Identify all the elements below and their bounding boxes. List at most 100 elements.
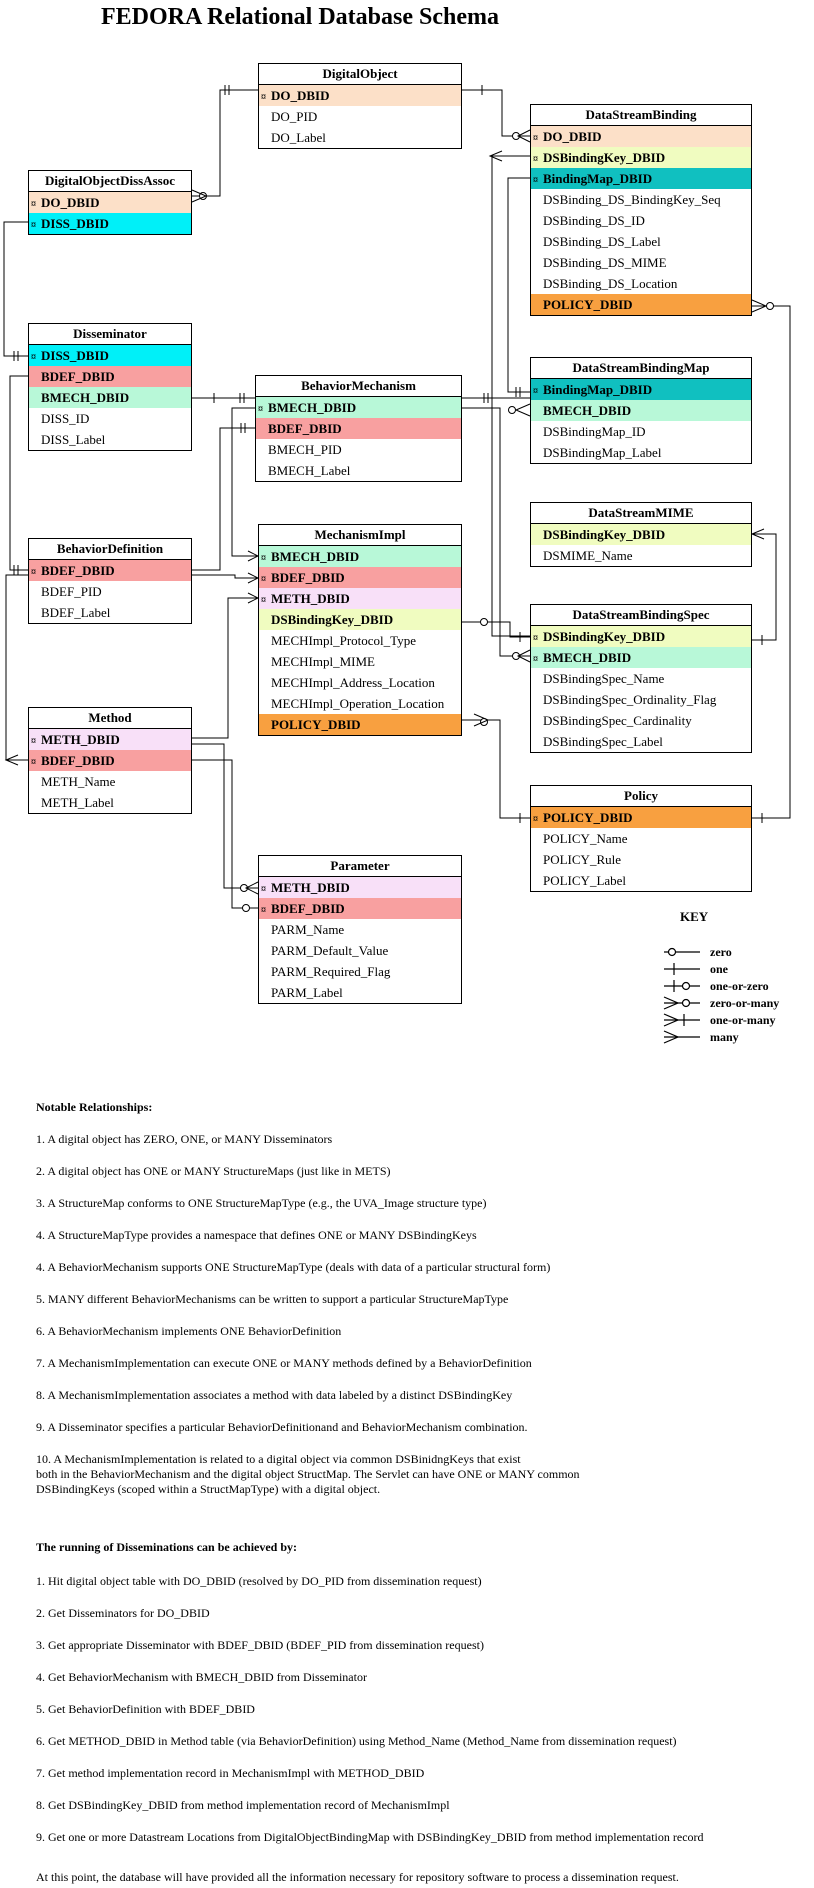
table-field: ¤BMECH_DBID [531,647,751,668]
table-field: DO_PID [259,106,461,127]
table-header: Parameter [259,856,461,877]
table-field: BMECH_PID [256,439,461,460]
field-label: POLICY_DBID [543,810,633,825]
primary-key-icon: ¤ [31,220,36,231]
table-header: BehaviorMechanism [256,376,461,397]
running-item: 7. Get method implementation record in M… [36,1766,425,1780]
table-field: PARM_Required_Flag [259,961,461,982]
notable-item: 7. A MechanismImplementation can execute… [36,1356,532,1370]
table-field: DSBindingMap_Label [531,442,751,463]
field-label: PARM_Name [271,922,345,937]
field-label: DSBindingSpec_Cardinality [543,713,692,728]
table-mechanismimpl: MechanismImpl¤BMECH_DBID¤BDEF_DBID¤METH_… [258,524,462,736]
field-label: METH_Name [41,774,116,789]
field-label: DO_Label [271,130,326,145]
table-field: BMECH_DBID [29,387,191,408]
notable-item: 4. A BehaviorMechanism supports ONE Stru… [36,1260,551,1274]
primary-key-icon: ¤ [533,814,538,825]
field-label: MECHImpl_Protocol_Type [271,633,416,648]
table-field: POLICY_DBID [531,294,751,315]
field-label: DSBindingMap_ID [543,424,646,439]
page-title: FEDORA Relational Database Schema [101,4,499,30]
running-heading: The running of Disseminations can be ach… [36,1540,298,1554]
table-field: PARM_Default_Value [259,940,461,961]
field-label: BindingMap_DBID [543,171,653,186]
closing-text: At this point, the database will have pr… [36,1870,679,1884]
table-field: ¤BDEF_DBID [259,567,461,588]
notable-item: 10. A MechanismImplementation is related… [36,1452,580,1496]
field-label: BDEF_DBID [271,570,345,585]
field-label: MECHImpl_Operation_Location [271,696,445,711]
table-field: DISS_ID [29,408,191,429]
field-label: DSBindingKey_DBID [543,150,666,165]
table-field: DSBinding_DS_ID [531,210,751,231]
field-label: DSBindingSpec_Name [543,671,665,686]
field-label: DSBindingSpec_Label [543,734,663,749]
table-field: ¤METH_DBID [29,729,191,750]
primary-key-icon: ¤ [533,154,538,165]
primary-key-icon: ¤ [261,884,266,895]
table-field: POLICY_Rule [531,849,751,870]
table-digitalobjectdissassoc: DigitalObjectDissAssoc¤DO_DBID¤DISS_DBID [28,170,192,235]
key-legend-title: KEY [680,909,709,924]
table-field: DSBindingSpec_Name [531,668,751,689]
table-header: Disseminator [29,324,191,345]
running-item: 6. Get METHOD_DBID in Method table (via … [36,1734,677,1748]
primary-key-icon: ¤ [261,595,266,606]
field-label: BMECH_DBID [271,549,360,564]
running-item: 9. Get one or more Datastream Locations … [36,1830,704,1844]
table-field: ¤ POLICY_DBID [531,807,751,828]
primary-key-icon: ¤ [261,905,266,916]
field-label: BMECH_Label [268,463,351,478]
table-field: BDEF_PID [29,581,191,602]
field-label: PARM_Label [271,985,343,1000]
table-field: ¤BindingMap_DBID [531,379,751,400]
table-field: MECHImpl_MIME [259,651,461,672]
table-field: BDEF_Label [29,602,191,623]
table-field: METH_Name [29,771,191,792]
field-label: POLICY_Name [543,831,628,846]
primary-key-icon: ¤ [533,386,538,397]
field-label: DO_DBID [543,129,602,144]
table-header: DigitalObject [259,64,461,85]
notable-item: 6. A BehaviorMechanism implements ONE Be… [36,1324,342,1338]
field-label: METH_DBID [41,732,120,747]
field-label: DSBindingKey_DBID [271,612,394,627]
table-field: POLICY_Label [531,870,751,891]
field-label: METH_Label [41,795,114,810]
table-field: MECHImpl_Protocol_Type [259,630,461,651]
primary-key-icon: ¤ [258,404,263,415]
field-label: BMECH_DBID [268,400,357,415]
table-field: DSBindingSpec_Cardinality [531,710,751,731]
table-field: DSBinding_DS_MIME [531,252,751,273]
field-label: BDEF_PID [41,584,102,599]
notable-item: 2. A digital object has ONE or MANY Stru… [36,1164,391,1178]
field-label: DSBindingSpec_Ordinality_Flag [543,692,717,707]
table-field: ¤DO_DBID [531,126,751,147]
field-label: DSBinding_DS_BindingKey_Seq [543,192,721,207]
table-header: Method [29,708,191,729]
primary-key-icon: ¤ [533,175,538,186]
key-legend-symbols [663,947,700,1044]
field-label: BDEF_DBID [41,563,115,578]
table-field: METH_Label [29,792,191,813]
field-label: DSBindingMap_Label [543,445,662,460]
field-label: BMECH_PID [268,442,342,457]
running-item: 2. Get Disseminators for DO_DBID [36,1606,210,1620]
table-header: DataStreamBindingSpec [531,605,751,626]
field-label: DO_PID [271,109,318,124]
field-label: METH_DBID [271,880,350,895]
table-field: ¤ METH_DBID [259,877,461,898]
field-label: POLICY_Label [543,873,627,888]
table-field: PARM_Name [259,919,461,940]
field-label: DSBinding_DS_Label [543,234,661,249]
table-field: ¤BDEF_DBID [29,560,191,581]
field-label: MECHImpl_Address_Location [271,675,435,690]
table-field: MECHImpl_Address_Location [259,672,461,693]
key-legend-one: one [710,962,728,976]
field-label: BDEF_DBID [41,369,115,384]
